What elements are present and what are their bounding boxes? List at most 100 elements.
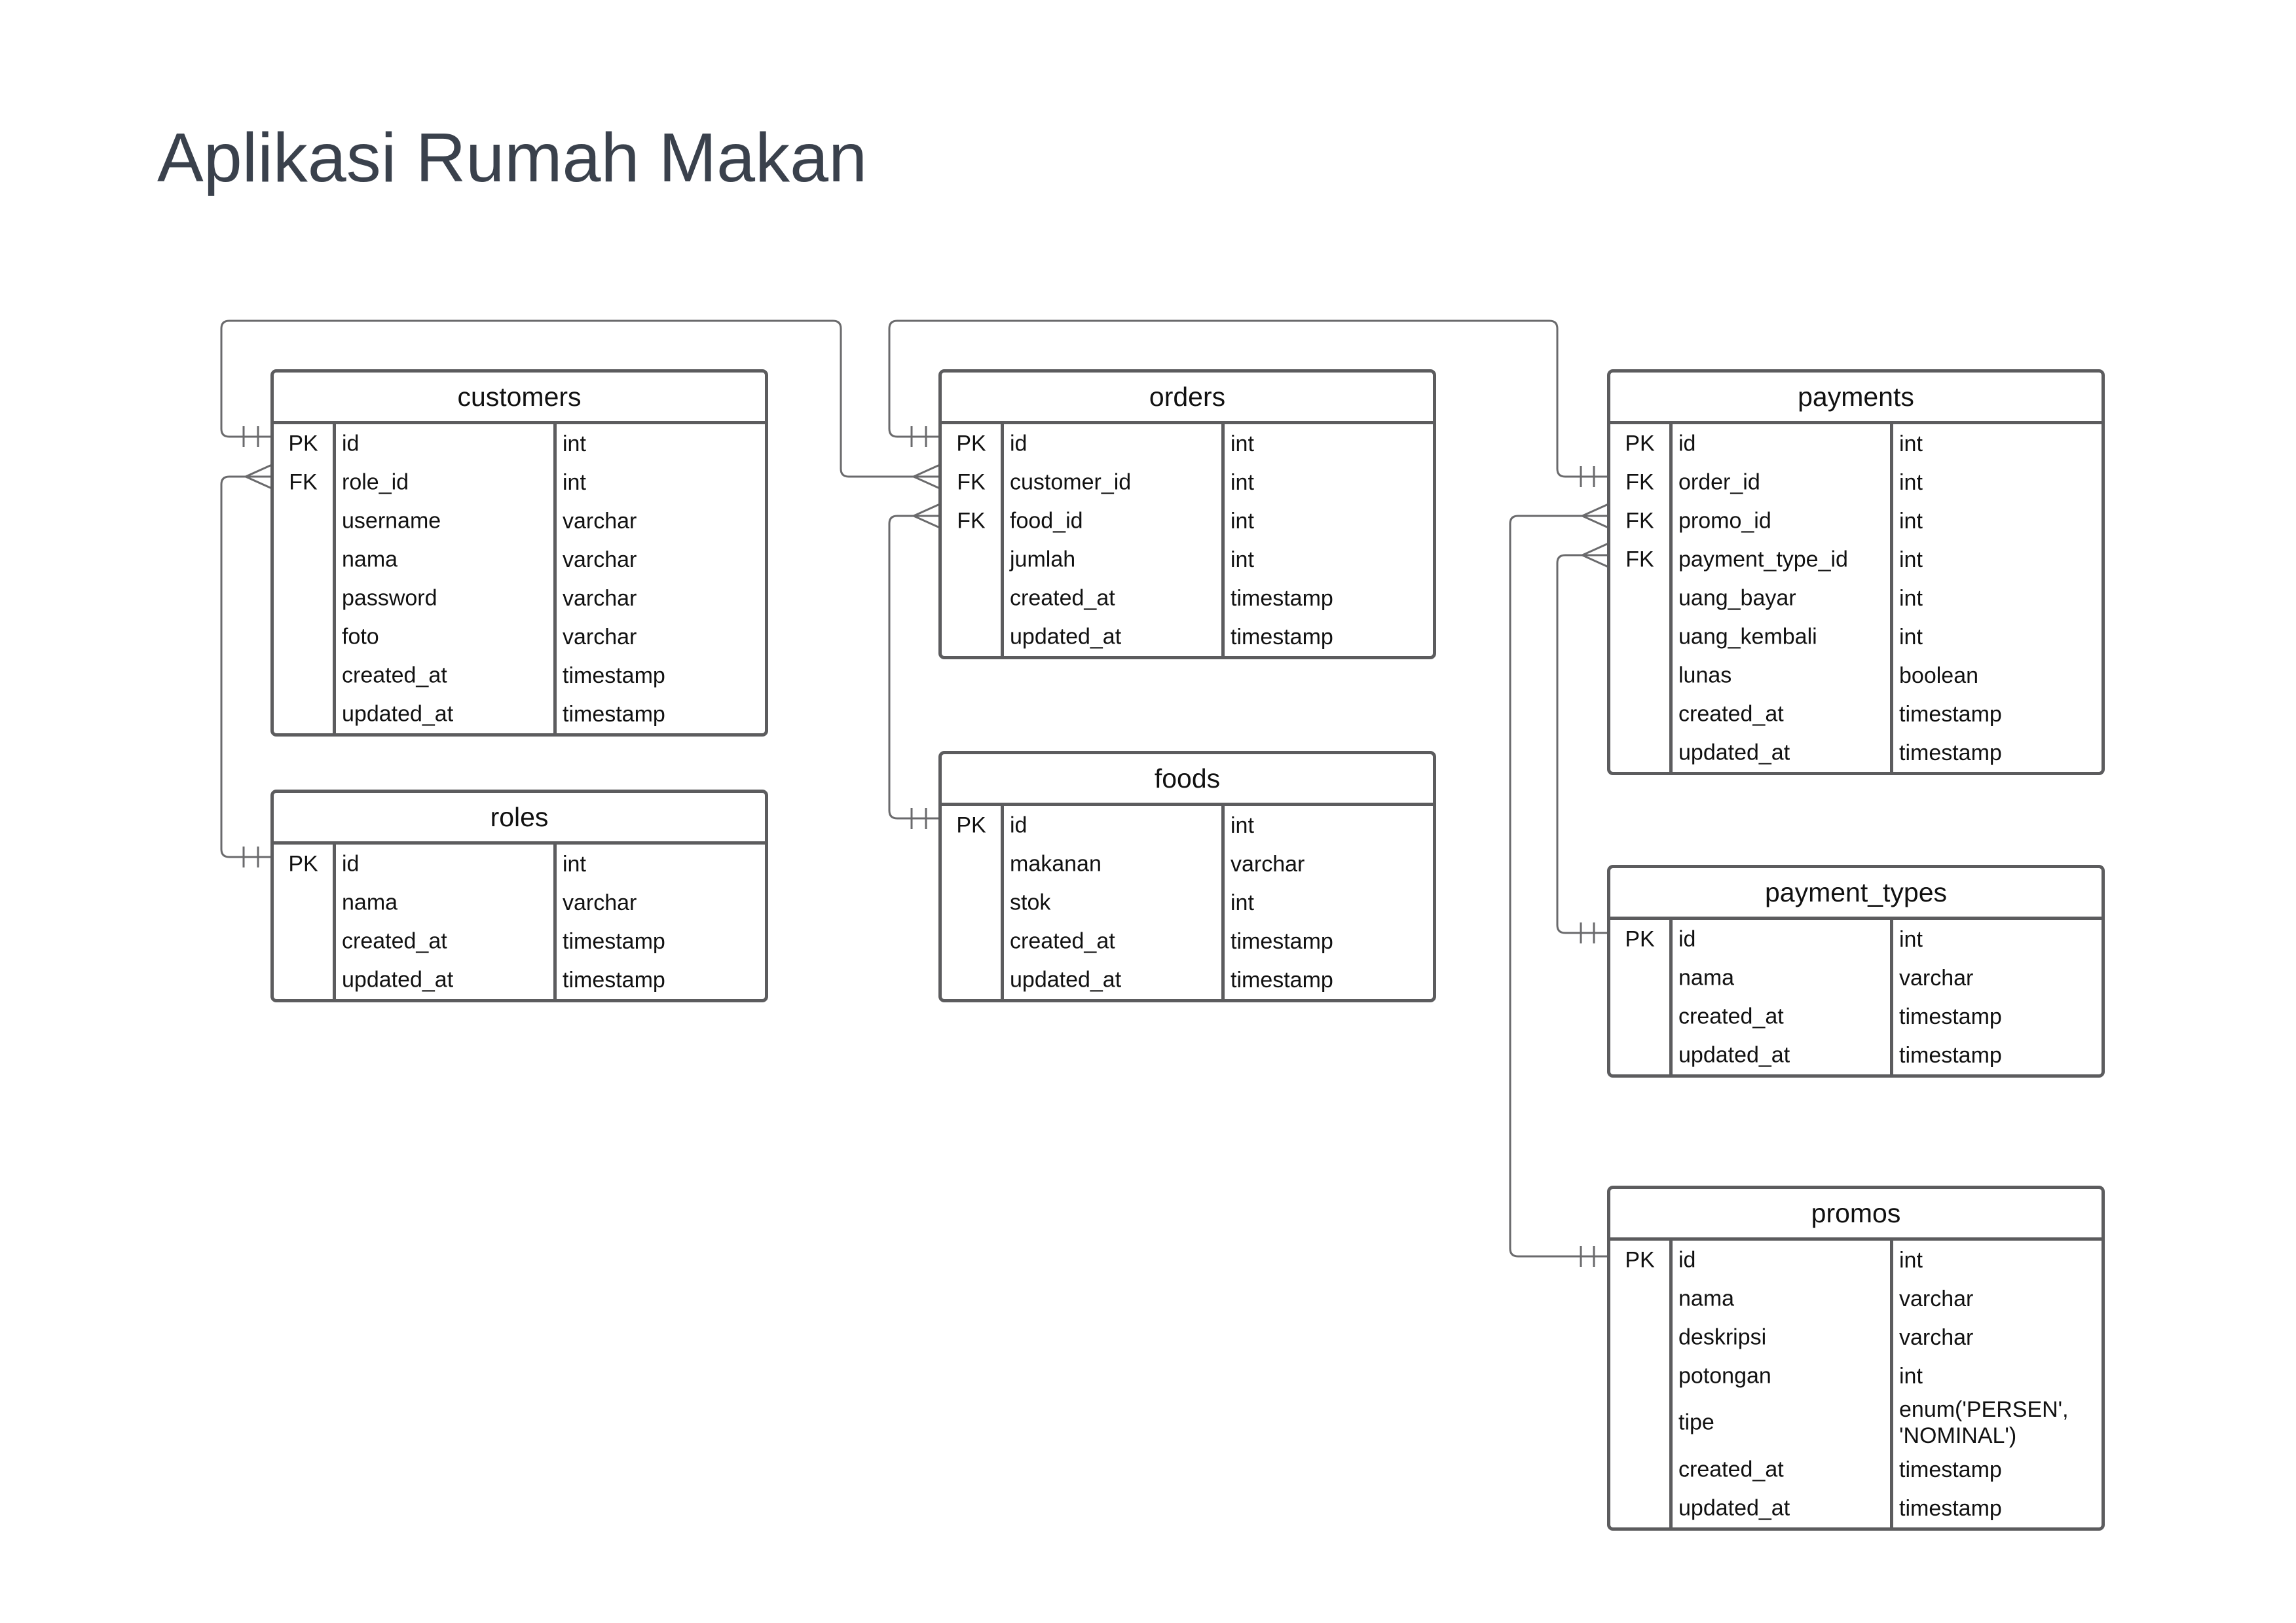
field-name: order_id xyxy=(1678,469,1760,494)
key-cell: FK xyxy=(957,508,986,533)
field-type: int xyxy=(1899,469,1923,495)
field-name: updated_at xyxy=(342,967,454,992)
field-type: varchar xyxy=(563,890,637,915)
field-type: int xyxy=(1899,585,1923,611)
key-cell: FK xyxy=(1625,508,1654,533)
field-name: promo_id xyxy=(1678,508,1771,533)
field-type: timestamp xyxy=(563,701,665,727)
field-type: boolean xyxy=(1899,663,1979,688)
field-type: int xyxy=(1231,431,1254,456)
field-name: nama xyxy=(342,890,398,915)
field-name: id xyxy=(1010,431,1028,456)
key-cell: PK xyxy=(1625,1247,1655,1272)
field-name: deskripsi xyxy=(1678,1324,1767,1349)
key-cell: FK xyxy=(289,469,318,494)
key-cell: FK xyxy=(1625,547,1654,572)
entity-name: payment_types xyxy=(1610,868,2102,920)
field-name: updated_at xyxy=(1010,967,1122,992)
field-type: int xyxy=(1899,431,1923,456)
field-type: int xyxy=(1899,1247,1923,1273)
field-type: timestamp xyxy=(1231,585,1333,611)
field-name: tipe xyxy=(1678,1410,1714,1435)
field-type: int xyxy=(1899,1363,1923,1389)
field-type: varchar xyxy=(563,547,637,572)
connector-foods-orders xyxy=(888,503,940,829)
entity-name: roles xyxy=(274,793,765,845)
field-name: nama xyxy=(1678,965,1735,990)
field-name: id xyxy=(1678,926,1696,951)
field-name: foto xyxy=(342,624,379,649)
field-name: updated_at xyxy=(1678,1495,1790,1520)
attribute-row: created_at timestamp xyxy=(1610,1450,2102,1489)
entity-name: payments xyxy=(1610,373,2102,424)
field-name: id xyxy=(342,431,360,456)
field-name: updated_at xyxy=(1678,1042,1790,1067)
field-type: timestamp xyxy=(1231,967,1333,993)
field-type: int xyxy=(1231,547,1254,572)
field-name: updated_at xyxy=(1678,740,1790,765)
attribute-row: foto varchar xyxy=(274,617,765,656)
field-name: payment_type_id xyxy=(1678,547,1848,572)
connector-payment-types-payments xyxy=(1556,542,1609,943)
entity-name: foods xyxy=(942,754,1433,806)
field-type: timestamp xyxy=(1899,1457,2002,1482)
field-type: int xyxy=(1231,508,1254,534)
attribute-row: FK promo_id int xyxy=(1610,501,2102,540)
field-type: timestamp xyxy=(563,663,665,688)
entity-name: customers xyxy=(274,373,765,424)
field-name: jumlah xyxy=(1010,547,1076,572)
field-type: timestamp xyxy=(1231,624,1333,649)
field-name: uang_kembali xyxy=(1678,624,1817,649)
field-name: nama xyxy=(1678,1286,1735,1311)
field-type: int xyxy=(1231,469,1254,495)
diagram-title: Aplikasi Rumah Makan xyxy=(157,119,868,196)
field-name: nama xyxy=(342,547,398,572)
field-type: varchar xyxy=(1899,1286,1974,1311)
field-name: makanan xyxy=(1010,851,1102,876)
field-name: id xyxy=(1678,431,1696,456)
attribute-row: nama varchar xyxy=(1610,1279,2102,1318)
field-name: created_at xyxy=(342,663,447,687)
key-cell: PK xyxy=(288,851,318,876)
field-name: created_at xyxy=(1678,1004,1784,1029)
field-type: timestamp xyxy=(1231,928,1333,954)
field-name: created_at xyxy=(1678,1457,1784,1482)
field-type: varchar xyxy=(563,508,637,534)
field-name: created_at xyxy=(1678,701,1784,726)
connector-promos-payments xyxy=(1509,503,1609,1267)
field-type: varchar xyxy=(563,624,637,649)
key-cell: FK xyxy=(957,469,986,494)
field-name: created_at xyxy=(342,928,447,953)
field-name: password xyxy=(342,585,437,610)
field-type: int xyxy=(1899,508,1923,534)
